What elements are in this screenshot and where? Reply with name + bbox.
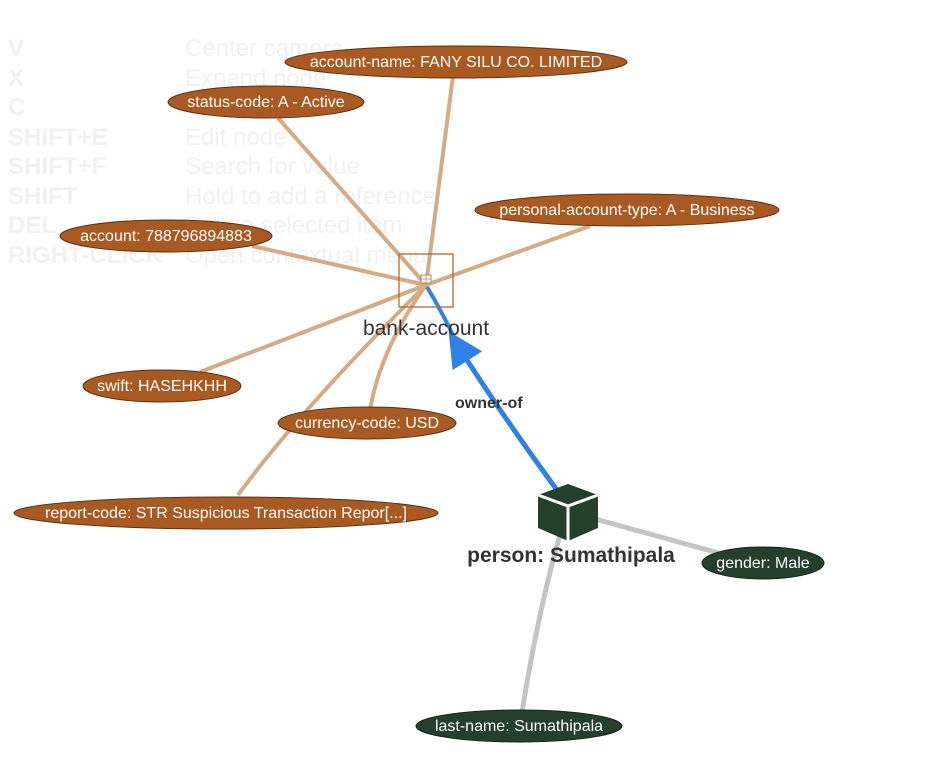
shortcut-action: Hold to add a reference <box>185 182 436 210</box>
edges-layer <box>199 75 723 713</box>
attribute-label: personal-account-type: A - Business <box>499 202 754 219</box>
relation-label-owner-of[interactable]: owner-of <box>455 395 523 412</box>
attribute-label: currency-code: USD <box>295 415 439 432</box>
table-icon <box>420 274 432 284</box>
entity-person-label: person: Sumathipala <box>467 544 675 567</box>
attribute-node-report-code[interactable]: report-code: STR Suspicious Transaction … <box>13 496 439 530</box>
attribute-label: account: 788796894883 <box>80 228 252 245</box>
shortcut-key: SHIFT+E <box>8 123 108 151</box>
shortcut-action: Edit node <box>185 123 287 151</box>
edge-currency-code[interactable] <box>368 283 428 411</box>
attribute-node-currency-code[interactable]: currency-code: USD <box>277 406 457 440</box>
attribute-label: report-code: STR Suspicious Transaction … <box>45 505 407 522</box>
entity-bank-account-label: bank-account <box>363 317 489 340</box>
attribute-node-status-code[interactable]: status-code: A - Active <box>167 85 365 119</box>
attribute-node-account-name[interactable]: account-name: FANY SILU CO. LIMITED <box>284 45 628 79</box>
attribute-label: swift: HASEHKHH <box>97 378 227 395</box>
attribute-label: status-code: A - Active <box>187 94 345 111</box>
shortcut-key: V <box>8 35 25 62</box>
edge-last-name[interactable] <box>519 517 568 713</box>
entity-person[interactable]: person: Sumathipala <box>467 484 675 567</box>
edge-report-code[interactable] <box>236 283 428 497</box>
shortcut-key: C <box>8 94 26 121</box>
attribute-node-personal-account-type[interactable]: personal-account-type: A - Business <box>474 193 780 227</box>
shortcut-key: X <box>8 64 25 92</box>
entity-bank-account[interactable]: bank-account <box>363 253 489 340</box>
attribute-node-account[interactable]: account: 788796894883 <box>59 219 273 253</box>
entity-bank-account-box[interactable] <box>398 253 454 308</box>
attribute-node-last-name[interactable]: last-name: Sumathipala <box>415 709 623 743</box>
shortcut-key: DEL <box>8 212 56 239</box>
edge-account-name[interactable] <box>424 75 455 286</box>
edge-status-code[interactable] <box>276 116 428 287</box>
shortcut-key: SHIFT+F <box>8 153 107 180</box>
edge-personal-account-type[interactable] <box>425 224 591 287</box>
edge-owner-of-tail <box>425 285 460 347</box>
cube-icon <box>537 484 599 541</box>
attribute-label: gender: Male <box>716 555 809 572</box>
shortcut-key: SHIFT <box>8 182 78 210</box>
edge-owner-of[interactable] <box>448 331 571 507</box>
attribute-label: last-name: Sumathipala <box>435 718 603 735</box>
edge-account[interactable] <box>251 244 427 287</box>
attribute-nodes: account-name: FANY SILU CO. LIMITED stat… <box>13 45 825 743</box>
attribute-node-swift[interactable]: swift: HASEHKHH <box>82 369 242 403</box>
attribute-label: account-name: FANY SILU CO. LIMITED <box>310 54 602 71</box>
edge-swift[interactable] <box>199 283 427 374</box>
attribute-node-gender[interactable]: gender: Male <box>701 546 825 580</box>
